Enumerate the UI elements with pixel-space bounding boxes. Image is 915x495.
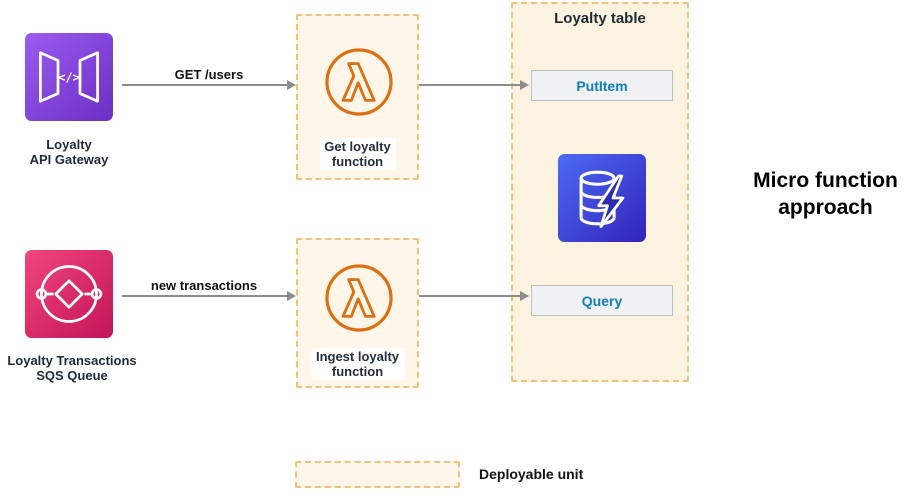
arrow-apigw-to-getlambda xyxy=(122,80,296,90)
edge-label-new-transactions: new transactions xyxy=(150,278,258,293)
lambda-icon xyxy=(325,48,393,116)
loyalty-table-title: Loyalty table xyxy=(554,10,646,27)
api-gateway-label: Loyalty API Gateway xyxy=(0,137,138,167)
putitem-label: PutItem xyxy=(576,77,628,94)
legend-deployable-unit-swatch xyxy=(295,461,460,488)
arrow-ingestlambda-to-query xyxy=(419,291,529,301)
diagram-title-line1: Micro function xyxy=(753,169,898,192)
sqs-label-line1: Loyalty Transactions xyxy=(7,353,137,368)
putitem-action: PutItem xyxy=(531,70,673,101)
ingest-lambda-label-line1: Ingest loyalty xyxy=(315,349,400,364)
query-label: Query xyxy=(581,292,623,309)
loyalty-table-group: Loyalty table PutItem Query xyxy=(511,2,689,382)
edge-label-get-users: GET /users xyxy=(174,67,244,82)
diagram-title: Micro function approach xyxy=(736,167,915,221)
legend-label: Deployable unit xyxy=(479,466,584,482)
api-gateway-label-line2: API Gateway xyxy=(29,152,109,167)
svg-text:</>: </> xyxy=(58,70,80,84)
query-action: Query xyxy=(531,285,673,316)
get-lambda-label: Get loyalty function xyxy=(319,138,396,170)
diagram-title-line2: approach xyxy=(778,196,873,219)
sqs-label: Loyalty Transactions SQS Queue xyxy=(0,353,144,383)
ingest-lambda-label-line2: function xyxy=(331,364,384,379)
arrow-sqs-to-ingestlambda xyxy=(122,291,296,301)
ingest-lambda-label: Ingest loyalty function xyxy=(310,348,405,380)
lambda-icon xyxy=(325,264,393,332)
arrow-getlambda-to-putitem xyxy=(419,80,529,90)
dynamodb-icon xyxy=(558,154,646,242)
sqs-queue-icon xyxy=(25,250,113,338)
deployable-unit-get-loyalty: Get loyalty function xyxy=(296,14,419,180)
get-lambda-label-line2: function xyxy=(331,154,384,169)
api-gateway-icon: </> xyxy=(25,33,113,121)
deployable-unit-ingest-loyalty: Ingest loyalty function xyxy=(296,238,419,388)
api-gateway-label-line1: Loyalty xyxy=(46,137,92,152)
get-lambda-label-line1: Get loyalty xyxy=(324,139,391,154)
sqs-label-line2: SQS Queue xyxy=(36,368,108,383)
